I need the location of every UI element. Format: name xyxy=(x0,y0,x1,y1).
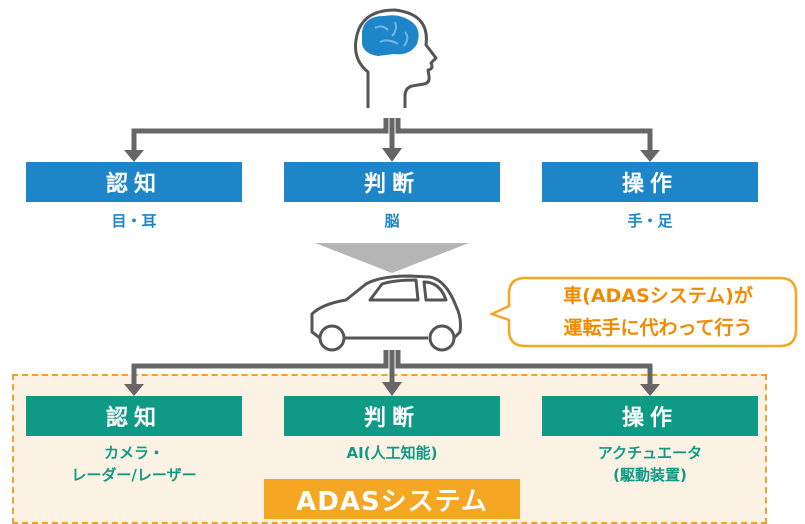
adas-step-judgment: 判断 xyxy=(284,396,500,436)
step-title: 認知 xyxy=(105,172,162,197)
sub-line-1: カメラ・ xyxy=(103,444,164,462)
callout-line-2: 運転手に代わって行う xyxy=(563,317,753,339)
adas-branch-arrows xyxy=(131,350,653,386)
adas-step-operation: 操作 xyxy=(542,396,758,436)
sub-line-1: アクチュエータ xyxy=(597,444,703,462)
human-step-operation: 操作 xyxy=(542,162,758,202)
human-branch-arrows xyxy=(131,118,653,152)
callout-text: 車(ADASシステム)が 運転手に代わって行う xyxy=(522,280,794,344)
car-icon xyxy=(310,274,462,352)
sub-line-2: レーダー/レーザー xyxy=(71,466,197,484)
head-with-brain-icon xyxy=(354,8,438,108)
down-triangle-arrow-icon xyxy=(315,243,469,273)
step-title: 操作 xyxy=(621,406,678,431)
adas-system-label: ADASシステム xyxy=(264,479,520,519)
adas-step-judgment-sub: AI(人工知能) xyxy=(284,442,500,464)
sub-line-1: AI(人工知能) xyxy=(346,444,438,462)
adas-step-recognition-sub: カメラ・ レーダー/レーザー xyxy=(22,442,246,486)
human-step-judgment: 判断 xyxy=(284,162,500,202)
step-title: 認知 xyxy=(105,406,162,431)
callout-line-1: 車(ADASシステム)が xyxy=(563,285,753,307)
human-step-operation-sub: 手・足 xyxy=(627,212,673,230)
callout-bubble xyxy=(488,276,798,348)
human-step-judgment-sub: 脳 xyxy=(384,212,400,230)
adas-step-recognition: 認知 xyxy=(26,396,242,436)
sub-line-2: (駆動装置) xyxy=(613,466,687,484)
step-title: 判断 xyxy=(363,406,420,431)
step-title: 操作 xyxy=(621,172,678,197)
human-step-recognition-sub: 目・耳 xyxy=(111,212,157,230)
step-title: 判断 xyxy=(363,172,420,197)
human-step-recognition: 認知 xyxy=(26,162,242,202)
adas-step-operation-sub: アクチュエータ (駆動装置) xyxy=(542,442,758,486)
